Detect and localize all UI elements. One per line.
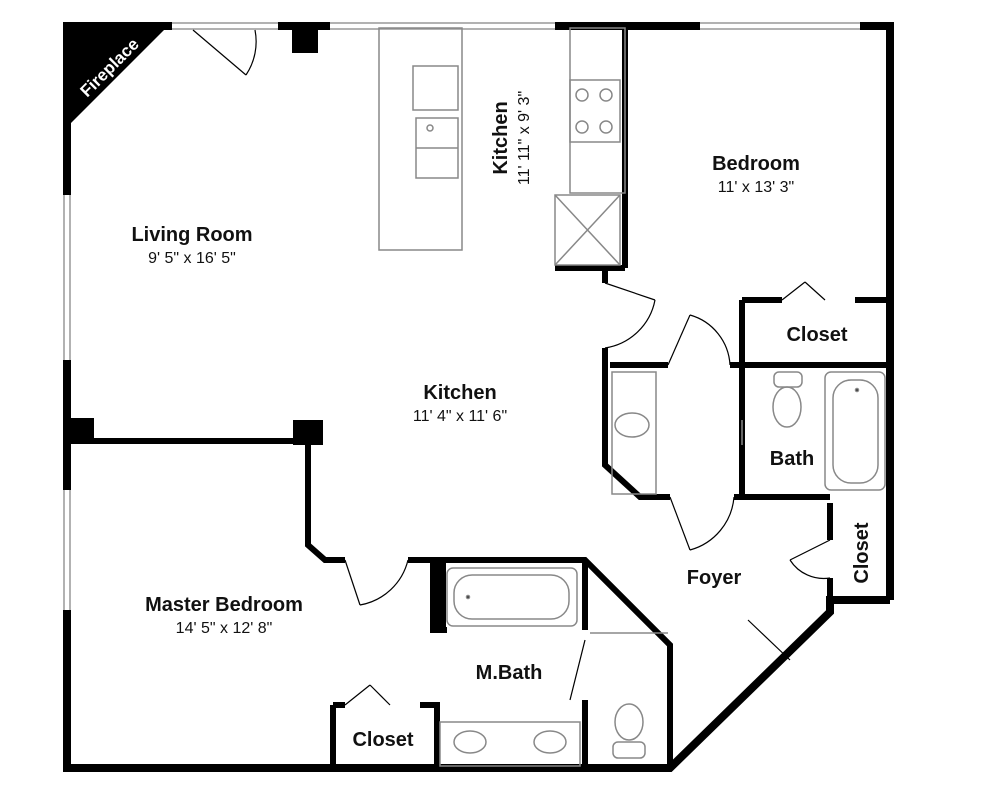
label-living-room: Living Room 9' 5" x 16' 5" <box>131 223 252 269</box>
room-dim-living-room: 9' 5" x 16' 5" <box>148 250 236 267</box>
room-name-bedroom: Bedroom <box>712 153 800 175</box>
interior-walls <box>67 26 890 768</box>
counter-right <box>569 27 626 194</box>
refrigerator <box>554 194 621 266</box>
fireplace <box>63 22 172 131</box>
room-dim-kitchen-main: 11' 4" x 11' 6" <box>412 408 508 425</box>
label-master-bath: M.Bath <box>476 661 543 685</box>
room-dim-bedroom: 11' x 13' 3" <box>717 179 795 196</box>
room-name-master-bedroom: Master Bedroom <box>145 594 303 616</box>
kitchen-island <box>378 27 463 251</box>
room-name-kitchen-upper: Kitchen <box>490 101 512 175</box>
room-name-closet-bedroom: Closet <box>786 324 848 346</box>
label-closet-bedroom: Closet <box>786 323 847 347</box>
kitchen-fixtures <box>378 27 626 266</box>
mbath-tub <box>446 567 578 627</box>
doors <box>192 29 831 706</box>
bath-tub <box>824 371 886 491</box>
label-kitchen-upper: Kitchen 11' 11" x 9' 3" <box>489 91 535 185</box>
room-name-closet-foyer: Closet <box>851 522 873 584</box>
label-closet-master: Closet <box>352 728 413 752</box>
room-name-master-bath: M.Bath <box>475 662 543 684</box>
dishwasher <box>412 65 459 111</box>
room-name-bath: Bath <box>769 448 815 470</box>
bath-fixtures <box>439 371 886 767</box>
bath-vanity <box>611 371 657 495</box>
mbath-vanity <box>439 721 581 767</box>
room-name-living-room: Living Room <box>131 224 253 246</box>
label-bedroom: Bedroom 11' x 13' 3" <box>712 152 800 198</box>
window-segments <box>63 22 860 610</box>
room-dim-kitchen-upper: 11' 11" x 9' 3" <box>516 90 533 186</box>
label-closet-foyer: Closet <box>850 522 874 583</box>
room-name-kitchen-main: Kitchen <box>423 382 497 404</box>
label-master-bedroom: Master Bedroom 14' 5" x 12' 8" <box>145 593 303 639</box>
room-name-closet-master: Closet <box>352 729 414 751</box>
label-foyer: Foyer <box>687 566 741 590</box>
columns <box>64 28 446 632</box>
bath-toilet <box>772 386 802 428</box>
room-dim-master-bedroom: 14' 5" x 12' 8" <box>175 620 273 637</box>
mbath-toilet <box>614 703 644 741</box>
label-kitchen-main: Kitchen 11' 4" x 11' 6" <box>413 381 507 427</box>
label-bath: Bath <box>770 447 814 471</box>
stove <box>569 79 621 143</box>
room-name-foyer: Foyer <box>686 567 742 589</box>
